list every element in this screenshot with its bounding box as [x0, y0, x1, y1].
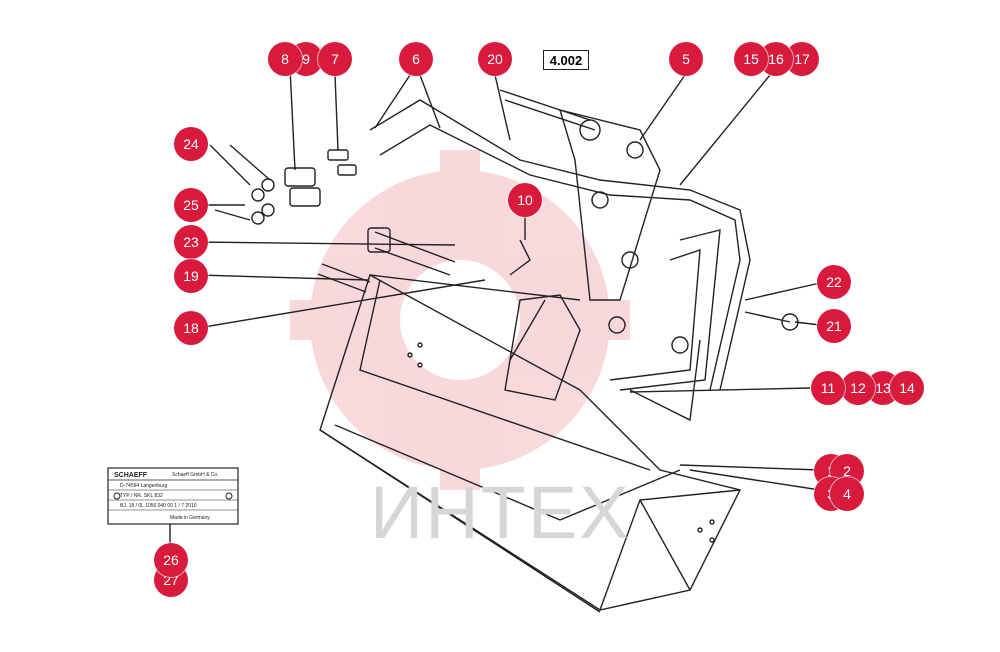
identification-plate: SCHAEFF Schaeff GmbH & Co. D-74594 Lange… [107, 467, 239, 525]
callout-11[interactable]: 11 [811, 371, 845, 405]
callout-20[interactable]: 20 [478, 42, 512, 76]
callout-15[interactable]: 15 [734, 42, 768, 76]
watermark-text: ИНТЕХ [370, 471, 631, 554]
callout-19[interactable]: 19 [174, 259, 208, 293]
callout-6[interactable]: 6 [399, 42, 433, 76]
watermark-gear-icon [290, 150, 630, 490]
callout-10[interactable]: 10 [508, 183, 542, 217]
callout-25[interactable]: 25 [174, 188, 208, 222]
callout-8[interactable]: 8 [268, 42, 302, 76]
callout-18[interactable]: 18 [174, 311, 208, 345]
callout-17[interactable]: 17 [785, 42, 819, 76]
callout-7[interactable]: 7 [318, 42, 352, 76]
callout-5[interactable]: 5 [669, 42, 703, 76]
callout-23[interactable]: 23 [174, 225, 208, 259]
callout-12[interactable]: 12 [841, 371, 875, 405]
callout-21[interactable]: 21 [817, 309, 851, 343]
reference-label: 4.002 [543, 50, 589, 70]
plate-brand: SCHAEFF [114, 472, 148, 479]
callout-22[interactable]: 22 [817, 265, 851, 299]
callout-26[interactable]: 26 [154, 543, 188, 577]
callout-24[interactable]: 24 [174, 127, 208, 161]
bucket-drawing [169, 67, 821, 613]
plate-line-5: Made in Germany [170, 515, 210, 521]
plate-line-4: BJ. 18 / 0L 1056 040 00 1 / 7 2010 [120, 503, 197, 509]
callout-4[interactable]: 4 [830, 477, 864, 511]
callout-14[interactable]: 14 [890, 371, 924, 405]
plate-line-2: D-74594 Langenburg [120, 483, 167, 489]
plate-line-1: Schaeff GmbH & Co. [172, 472, 219, 478]
plate-line-3: TYP / NR. SKL 832 [120, 493, 163, 499]
